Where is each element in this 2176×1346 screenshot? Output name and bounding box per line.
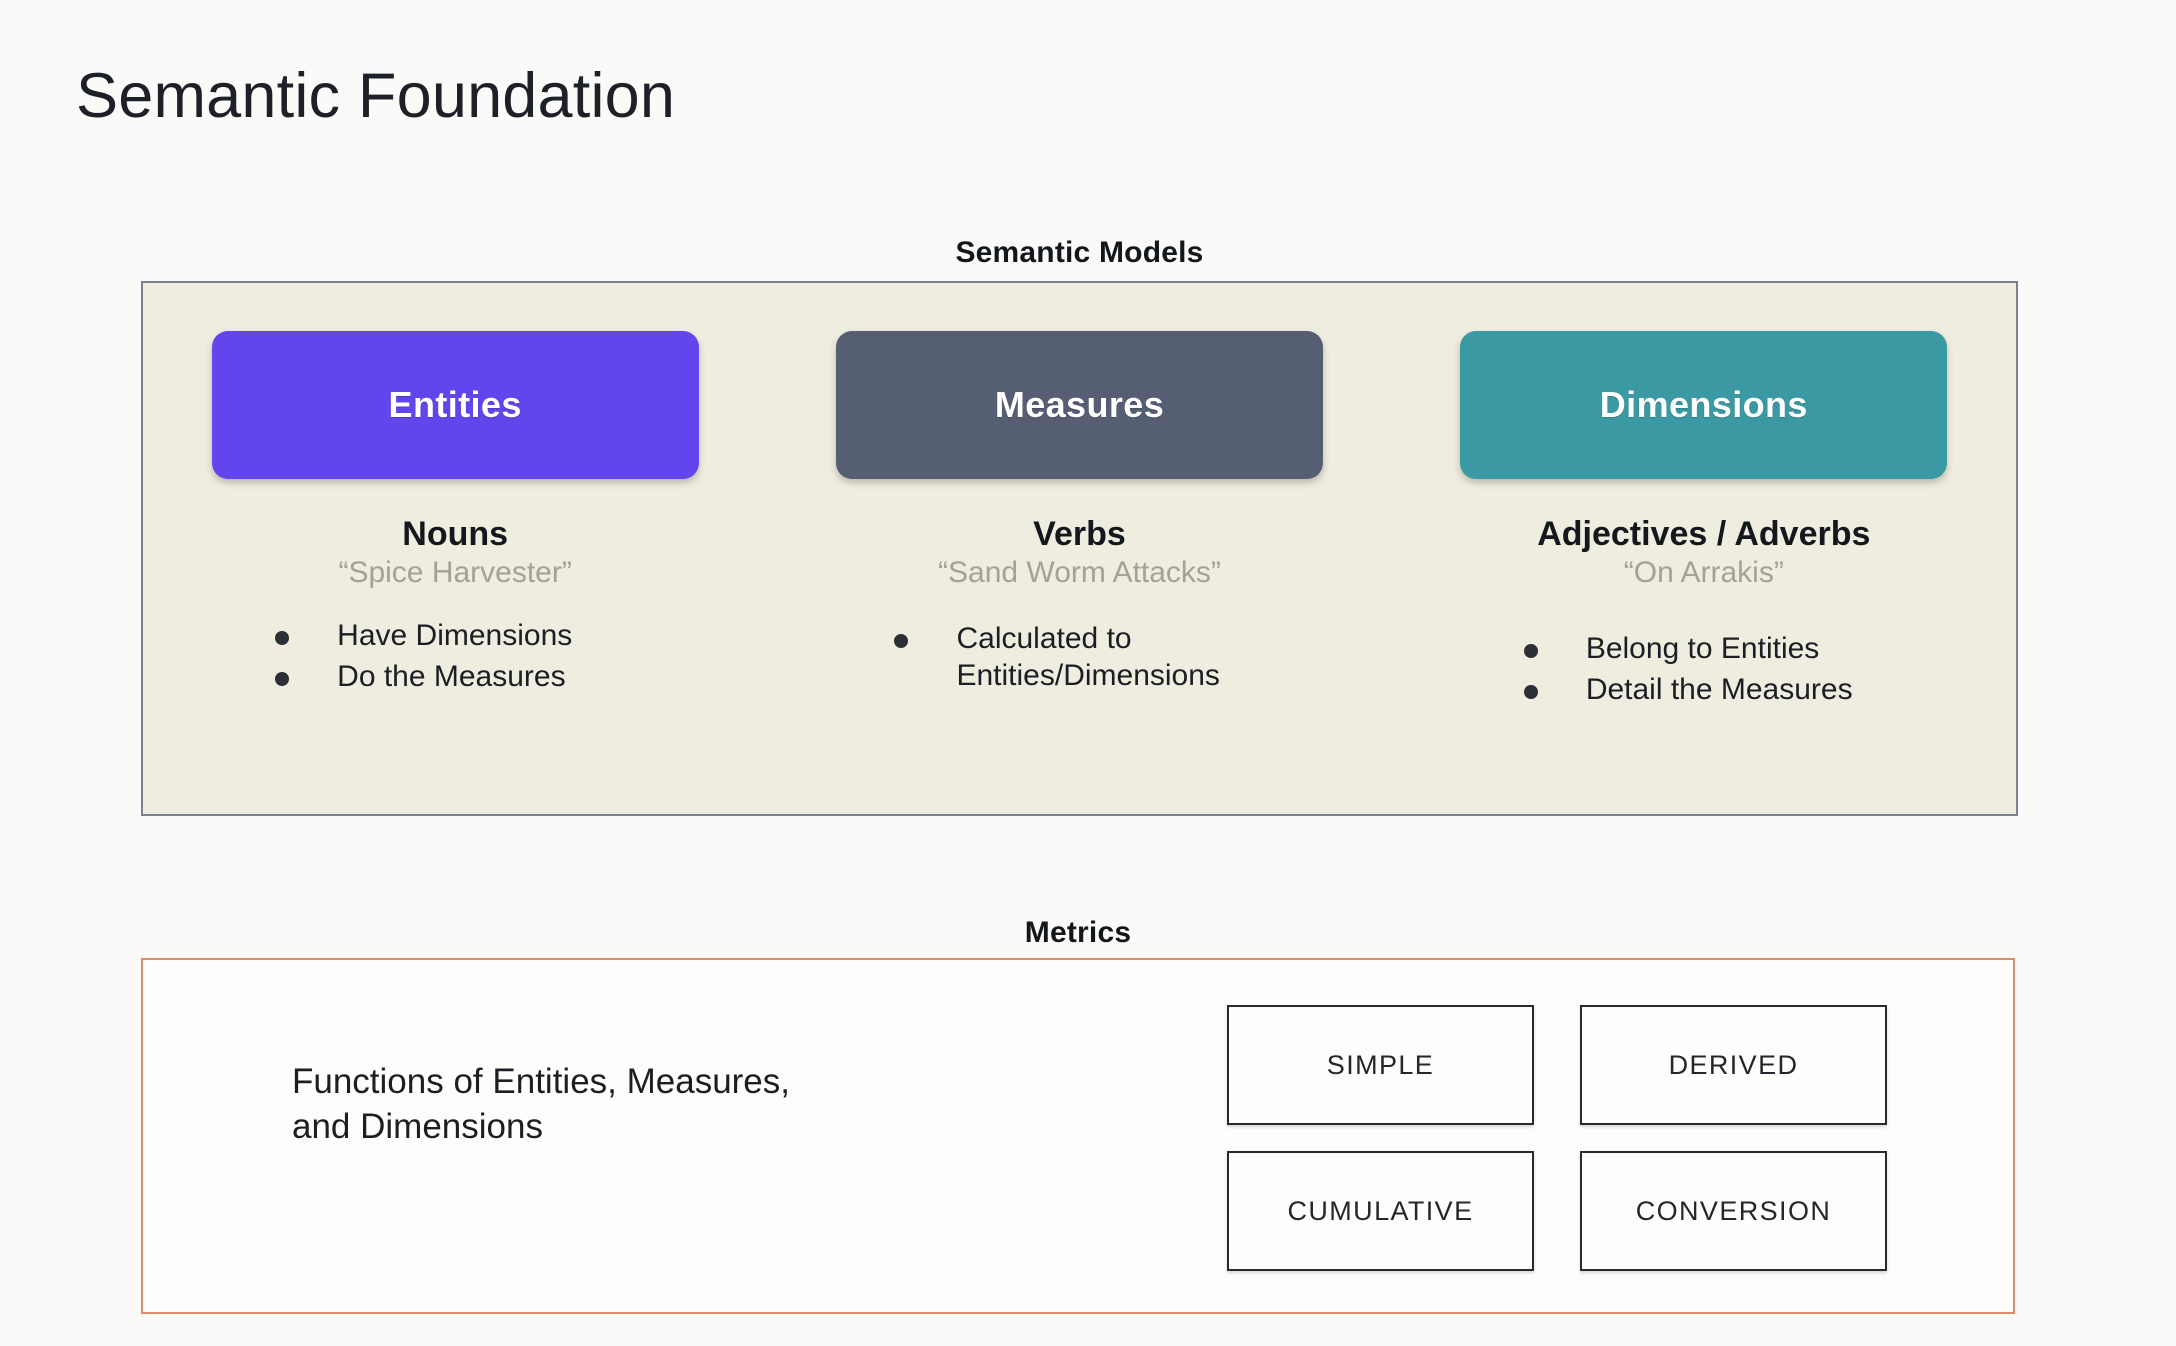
list-item: Have Dimensions (275, 617, 635, 655)
bullet-dot-icon (1523, 685, 1538, 700)
metric-box-conversion-label: CONVERSION (1635, 1195, 1832, 1226)
metric-box-derived[interactable]: DERIVED (1580, 1005, 1887, 1125)
semantic-models-columns: Entities Nouns “Spice Harvester” Have Di… (143, 283, 2016, 814)
card-dimensions[interactable]: Dimensions (1460, 331, 1948, 479)
page-title: Semantic Foundation (76, 61, 676, 131)
measures-part-of-speech: Verbs (1033, 515, 1126, 553)
dimensions-bullet-1: Belong to Entities (1585, 631, 1820, 665)
metric-box-simple-label: SIMPLE (1326, 1049, 1435, 1080)
model-column-measures: Measures Verbs “Sand Worm Attacks” Calcu… (767, 283, 1391, 695)
card-measures-label: Measures (994, 384, 1165, 425)
metric-box-cumulative-label: CUMULATIVE (1287, 1195, 1474, 1226)
bullet-dot-icon (275, 672, 290, 687)
dimensions-example: “On Arrakis” (1623, 556, 1784, 590)
metric-type-grid: SIMPLE DERIVED CUMULATIVE CONVERSION (1227, 1005, 1917, 1271)
model-column-dimensions: Dimensions Adjectives / Adverbs “On Arra… (1392, 283, 2016, 709)
card-entities[interactable]: Entities (211, 331, 699, 479)
metric-box-conversion[interactable]: CONVERSION (1580, 1151, 1887, 1271)
metrics-heading: Metrics (1024, 916, 1132, 949)
metrics-panel: Functions of Entities, Measures, and Dim… (141, 958, 2015, 1314)
metric-box-simple[interactable]: SIMPLE (1227, 1005, 1534, 1125)
entities-bullet-2: Do the Measures (337, 660, 566, 694)
dimensions-bullet-2: Detail the Measures (1585, 673, 1853, 707)
measures-bullet-list: Calculated to Entities/Dimensions (767, 620, 1391, 696)
card-dimensions-label: Dimensions (1599, 384, 1808, 425)
model-column-entities: Entities Nouns “Spice Harvester” Have Di… (143, 283, 767, 696)
list-item: Do the Measures (275, 658, 635, 696)
entities-bullet-list: Have Dimensions Do the Measures (143, 617, 767, 697)
measures-bullet-1: Calculated to Entities/Dimensions (956, 621, 1220, 693)
card-entities-label: Entities (388, 384, 522, 425)
entities-part-of-speech: Nouns (402, 515, 509, 553)
dimensions-bullet-list: Belong to Entities Detail the Measures (1392, 630, 2016, 710)
metrics-description-line-1: Functions of Entities, Measures, (292, 1062, 790, 1101)
dimensions-part-of-speech: Adjectives / Adverbs (1537, 515, 1871, 553)
metrics-description-line-2: and Dimensions (292, 1106, 543, 1146)
entities-example: “Spice Harvester” (338, 556, 572, 590)
list-item: Belong to Entities (1523, 630, 1884, 668)
semantic-models-heading: Semantic Models (955, 236, 1204, 269)
card-measures[interactable]: Measures (835, 331, 1323, 479)
measures-example: “Sand Worm Attacks” (938, 556, 1221, 590)
metric-box-derived-label: DERIVED (1668, 1049, 1799, 1080)
bullet-dot-icon (894, 633, 909, 648)
metrics-description: Functions of Entities, Measures, and Dim… (292, 1060, 790, 1150)
bullet-dot-icon (1523, 643, 1538, 658)
entities-bullet-1: Have Dimensions (337, 618, 573, 652)
semantic-models-panel: Entities Nouns “Spice Harvester” Have Di… (141, 281, 2018, 816)
bullet-dot-icon (275, 630, 290, 645)
metric-box-cumulative[interactable]: CUMULATIVE (1227, 1151, 1534, 1271)
list-item: Calculated to Entities/Dimensions (894, 620, 1264, 696)
list-item: Detail the Measures (1523, 671, 1884, 709)
